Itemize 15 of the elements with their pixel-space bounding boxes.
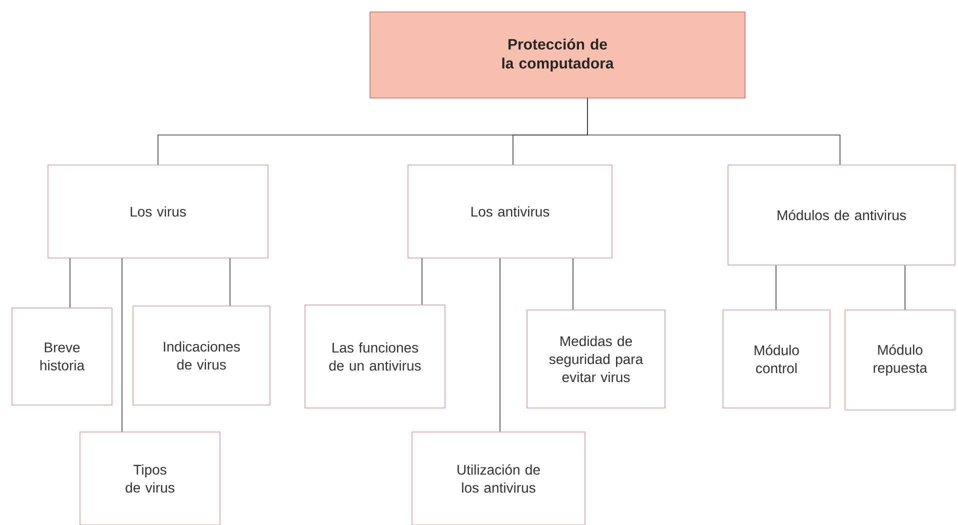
- topic-box: Utilización de los antivirus: [412, 432, 586, 525]
- topic-box: Los antivirus: [408, 164, 612, 258]
- topic-box: Módulo control: [722, 310, 830, 408]
- topic-box: Indicaciones de virus: [132, 306, 270, 406]
- connector-line: [904, 265, 906, 310]
- topic-box: Módulos de antivirus: [728, 164, 956, 266]
- topic-box: Medidas de seguridad para evitar virus: [526, 310, 666, 408]
- connector-line: [587, 98, 840, 165]
- topic-box: Breve historia: [12, 308, 112, 406]
- topic-box: Módulo repuesta: [844, 310, 956, 410]
- topic-box: Los virus: [48, 164, 268, 258]
- connector-line: [572, 258, 574, 310]
- topic-box: Tipos de virus: [80, 432, 220, 525]
- topic-box: Las funciones de un antivirus: [304, 304, 446, 408]
- title-box: Protección de la computadora: [370, 12, 746, 98]
